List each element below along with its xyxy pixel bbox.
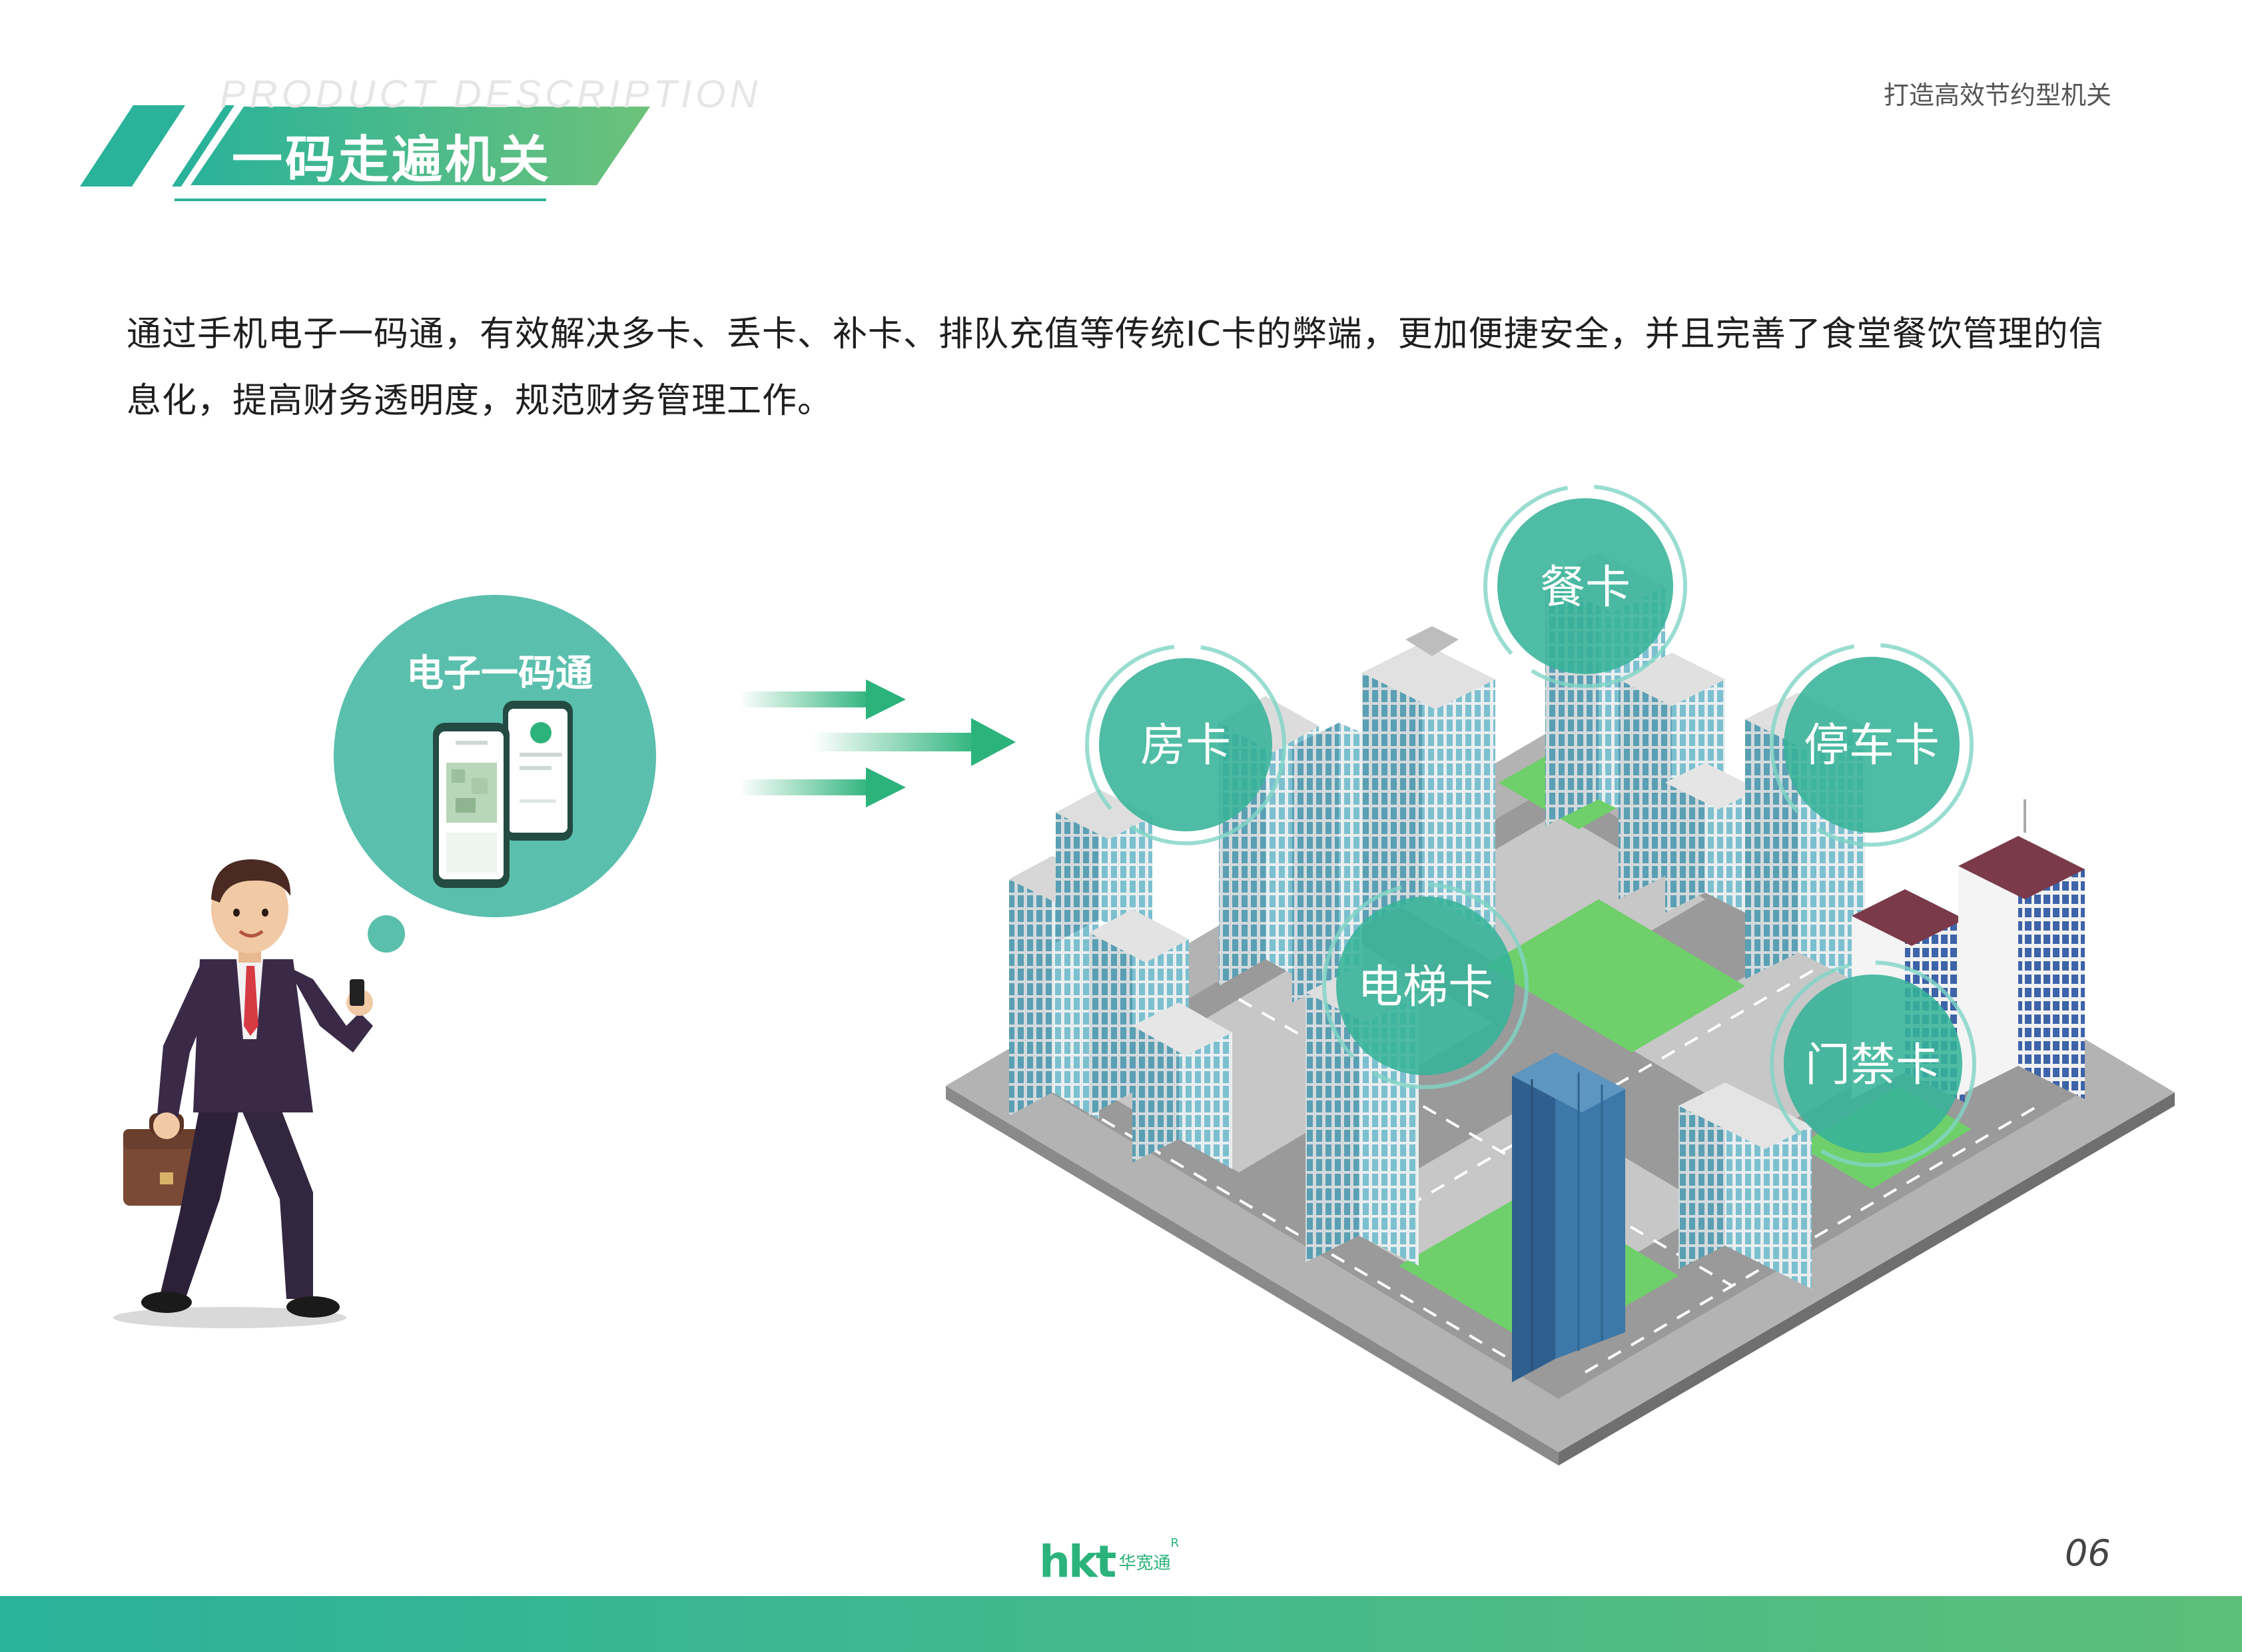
description-paragraph: 通过手机电子一码通，有效解决多卡、丢卡、补卡、排队充值等传统IC卡的弊端，更加便…	[127, 314, 2104, 421]
phone-back	[503, 701, 573, 841]
top-slogan: 打造高效节约型机关	[1883, 81, 2111, 110]
card-label-parking: 停车卡	[1804, 719, 1940, 772]
page-number: 06	[2065, 1532, 2111, 1574]
badge-canteen: 餐卡	[1483, 484, 1687, 688]
card-label-elevator: 电梯卡	[1357, 961, 1493, 1014]
badge-elevator: 电梯卡	[1322, 883, 1529, 1089]
bubble-label: 电子一码通	[406, 652, 593, 695]
logo-chinese-name: 华宽通	[1118, 1553, 1171, 1573]
header-banner	[80, 105, 650, 201]
banner-main-band	[190, 107, 650, 185]
logo-registered-mark: R	[1170, 1536, 1179, 1550]
businessman	[123, 859, 373, 1318]
badge-parking: 停车卡	[1770, 643, 1974, 847]
phone-front	[433, 723, 510, 888]
section-title: 一码走遍机关	[232, 130, 552, 189]
product-description-watermark: PRODUCT DESCRIPTION	[220, 73, 762, 116]
illustration: 电子一码通	[113, 484, 2175, 1465]
footer-bar	[0, 1596, 2242, 1652]
logo-mark: hkt	[1039, 1536, 1116, 1587]
badge-room: 房卡	[1085, 644, 1286, 845]
thought-dot	[368, 915, 405, 953]
arrows	[739, 679, 1016, 807]
card-label-access: 门禁卡	[1805, 1039, 1941, 1092]
banner-thin-slash	[172, 105, 234, 187]
city	[946, 553, 2175, 1465]
card-label-canteen: 餐卡	[1540, 562, 1631, 614]
badge-access: 门禁卡	[1770, 961, 1976, 1167]
banner-left-slash	[80, 105, 185, 187]
card-label-room: 房卡	[1140, 719, 1231, 772]
